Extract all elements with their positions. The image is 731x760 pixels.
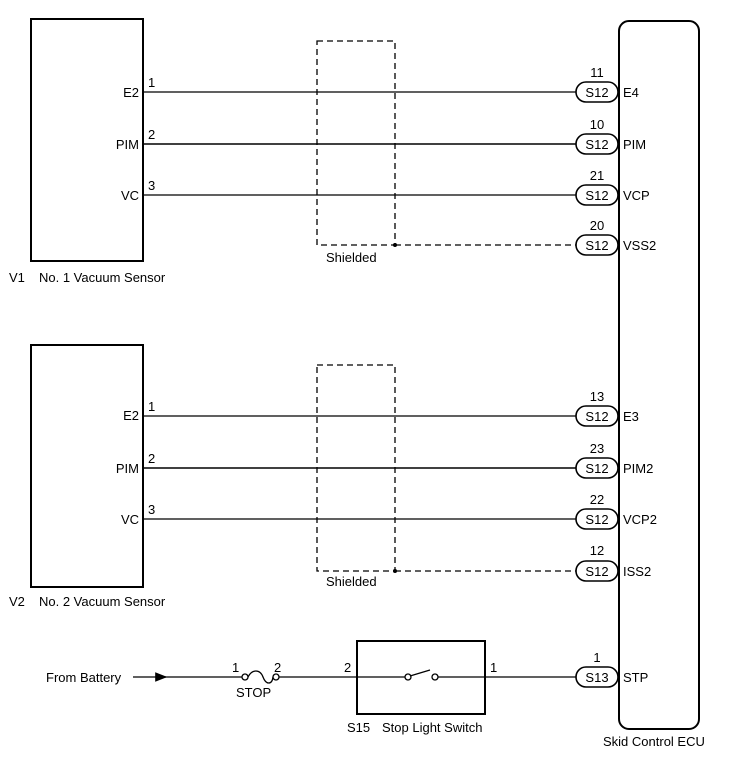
switch-code: S15 [347, 720, 370, 735]
sensor2-pin-num-1: 1 [148, 399, 155, 414]
ecu-terminal-num: 10 [590, 117, 604, 132]
sensor1-pin-label-vc: VC [121, 188, 139, 203]
sensor2-name: No. 2 Vacuum Sensor [39, 594, 166, 609]
ecu-terminal-num: 20 [590, 218, 604, 233]
switch-lever [409, 669, 431, 677]
ecu-terminal-label: PIM [623, 137, 646, 152]
fuse-element [247, 670, 274, 684]
ecu-terminal-label: VSS2 [623, 238, 656, 253]
ecu-connector-label: S12 [585, 238, 608, 253]
ecu-terminal-vcp2: 22 S12 VCP2 [575, 492, 657, 530]
switch-name: Stop Light Switch [382, 720, 482, 735]
shield1-label: Shielded [326, 250, 377, 265]
ecu-connector [575, 560, 619, 582]
ecu-terminal-label: ISS2 [623, 564, 651, 579]
ecu-terminal-vss2: 20 S12 VSS2 [575, 218, 656, 256]
shield1 [316, 40, 396, 246]
sensor1-code: V1 [9, 270, 25, 285]
ecu-terminal-e3: 13 S12 E3 [575, 389, 639, 427]
fuse-pin-out: 2 [274, 660, 281, 675]
ecu-connector-label: S12 [585, 512, 608, 527]
ecu-connector-label: S12 [585, 137, 608, 152]
ecu-name: Skid Control ECU [603, 734, 705, 749]
ecu-connector-label: S12 [585, 461, 608, 476]
switch-pin-in: 2 [344, 660, 351, 675]
ecu-connector [575, 457, 619, 479]
fuse-terminal-in [241, 673, 249, 681]
ecu-terminal-label: VCP2 [623, 512, 657, 527]
ecu-terminal-iss2: 12 S12 ISS2 [575, 543, 651, 582]
ecu-box [618, 20, 700, 730]
ecu-connector [575, 508, 619, 530]
ecu-terminal-label: STP [623, 670, 648, 685]
switch-pin-out: 1 [490, 660, 497, 675]
sensor2-code: V2 [9, 594, 25, 609]
fuse-name: STOP [236, 685, 271, 700]
sensor2-pin-num-2: 2 [148, 451, 155, 466]
ecu-connector [575, 81, 619, 103]
ecu-connector-label: S13 [585, 670, 608, 685]
ecu-connector-label: S12 [585, 85, 608, 100]
ecu-connector [575, 405, 619, 427]
shield2-label: Shielded [326, 574, 377, 589]
ecu-terminal-stp: 1 S13 STP [575, 650, 648, 688]
fuse-pin-in: 1 [232, 660, 239, 675]
ecu-terminal-num: 13 [590, 389, 604, 404]
switch-contact-out [431, 673, 439, 681]
shield2-junction [393, 569, 397, 573]
sensor2-box [30, 344, 144, 588]
ecu-connector-label: S12 [585, 188, 608, 203]
sensor2-pin-label-e2: E2 [123, 408, 139, 423]
sensor2-pin-num-3: 3 [148, 502, 155, 517]
switch-contact-in [404, 673, 412, 681]
ecu-terminal-label: VCP [623, 188, 650, 203]
ecu-terminal-num: 22 [590, 492, 604, 507]
sensor1-box [30, 18, 144, 262]
ecu-terminal-num: 1 [593, 650, 600, 665]
sensor1-pin-label-e2: E2 [123, 85, 139, 100]
ecu-terminal-label: E4 [623, 85, 639, 100]
battery-label: From Battery [46, 670, 122, 685]
ecu-terminal-num: 12 [590, 543, 604, 558]
ecu-connector-label: S12 [585, 409, 608, 424]
sensor1-pin-num-2: 2 [148, 127, 155, 142]
ecu-terminal-label: PIM2 [623, 461, 653, 476]
ecu-connector-label: S12 [585, 564, 608, 579]
ecu-connector [575, 234, 619, 256]
ecu-terminal-vcp: 21 S12 VCP [575, 168, 650, 206]
ecu-terminal-pim: 10 S12 PIM [575, 117, 646, 155]
sensor2-pin-label-pim: PIM [116, 461, 139, 476]
ecu-terminal-num: 11 [590, 65, 604, 80]
sensor1-pin-num-1: 1 [148, 75, 155, 90]
ecu-connector [575, 133, 619, 155]
sensor2-pin-label-vc: VC [121, 512, 139, 527]
ecu-terminal-num: 23 [590, 441, 604, 456]
ecu-terminal-num: 21 [590, 168, 604, 183]
ecu-terminal-label: E3 [623, 409, 639, 424]
shield2 [316, 364, 396, 572]
ecu-connector [575, 184, 619, 206]
sensor1-name: No. 1 Vacuum Sensor [39, 270, 166, 285]
sensor1-pin-num-3: 3 [148, 178, 155, 193]
ecu-terminal-e4: 11 S12 E4 [575, 65, 639, 103]
stop-fuse [241, 670, 280, 684]
shield1-junction [393, 243, 397, 247]
ecu-terminal-pim2: 23 S12 PIM2 [575, 441, 653, 479]
sensor1-pin-label-pim: PIM [116, 137, 139, 152]
